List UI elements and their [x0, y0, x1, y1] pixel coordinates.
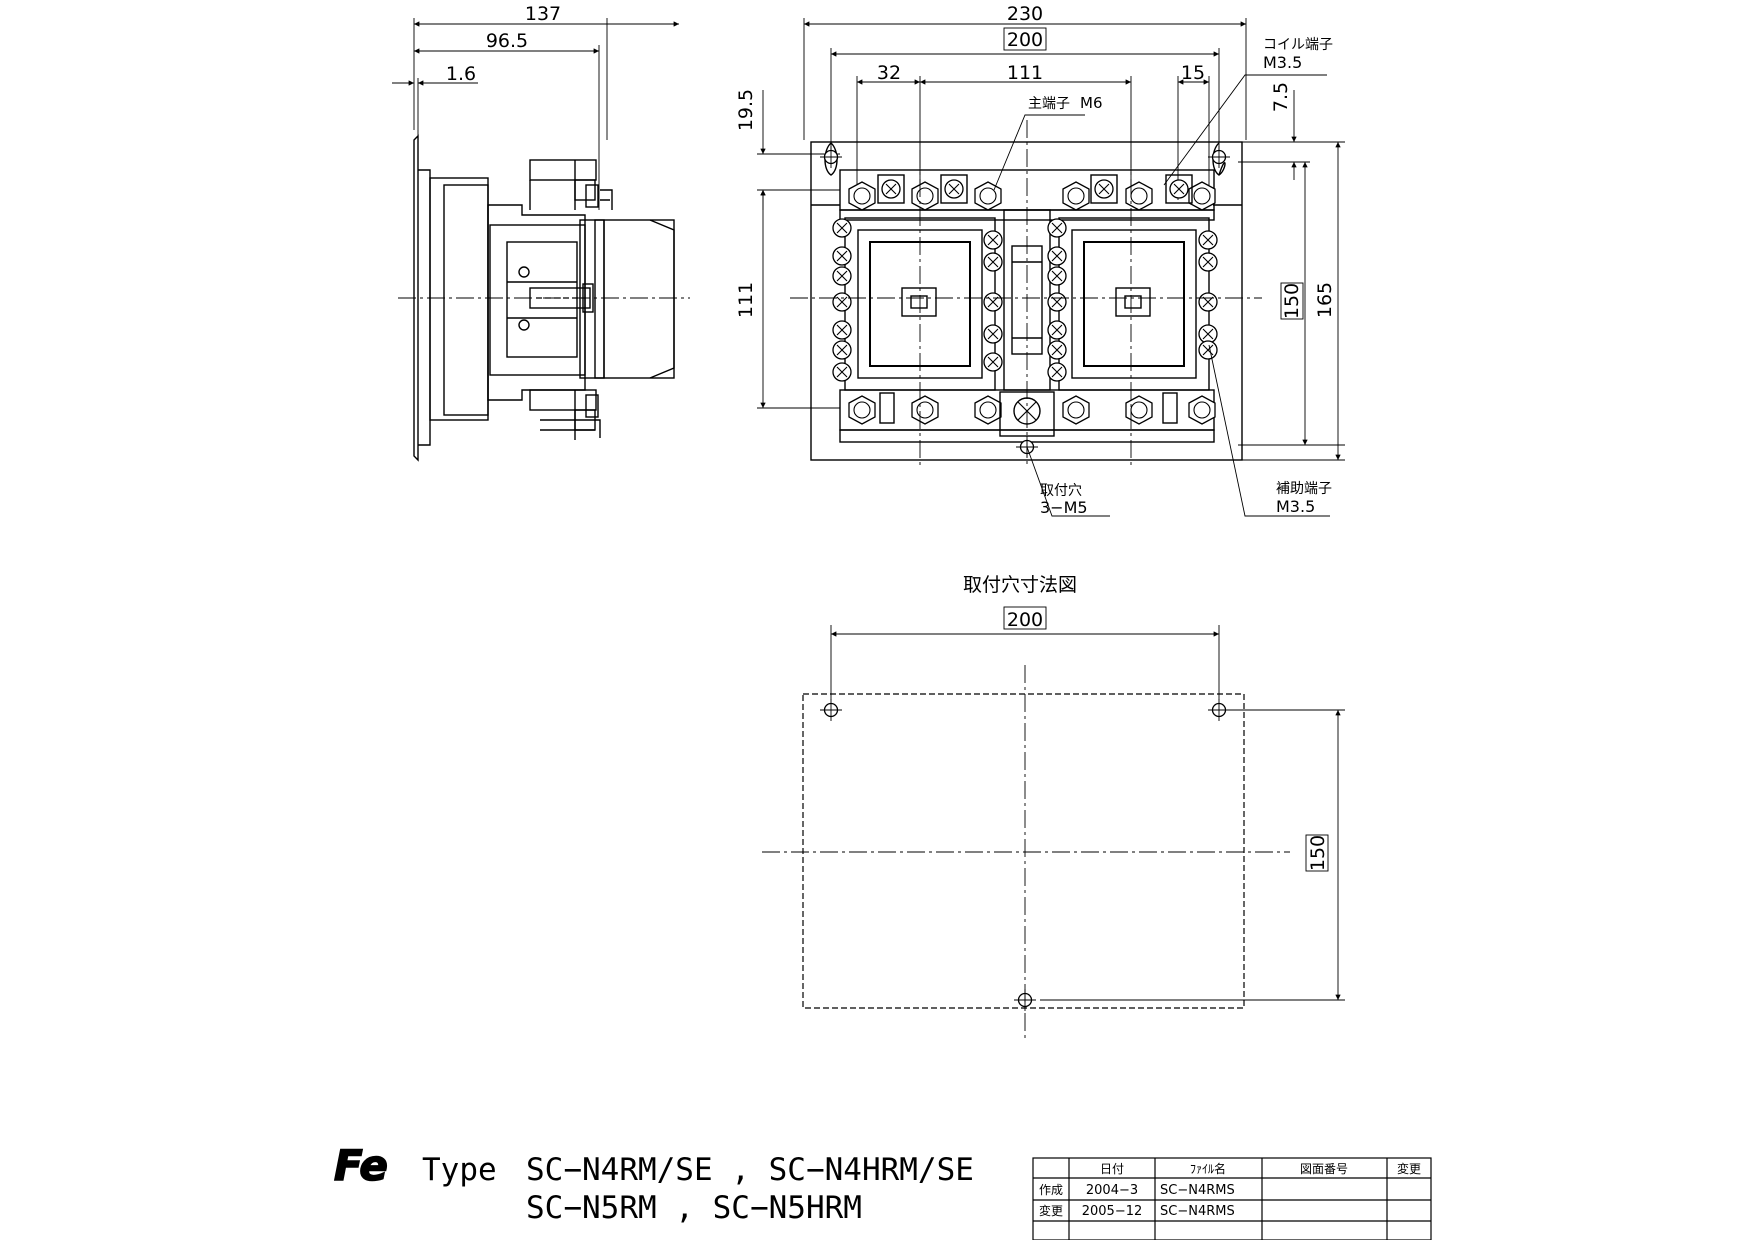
models-line-2: SC−N5RM , SC−N5HRM	[526, 1190, 862, 1226]
dim-32: 32	[877, 62, 901, 84]
fe-logo: Fe	[333, 1140, 389, 1191]
dim-96-5: 96.5	[486, 30, 528, 52]
table-header-drawing-no: 図面番号	[1300, 1162, 1348, 1176]
type-prefix: Type	[422, 1152, 497, 1188]
hole-drawing-title: 取付穴寸法図	[963, 574, 1077, 596]
label-aux-terminal-size: M3.5	[1276, 497, 1315, 516]
dim-137: 137	[525, 3, 561, 25]
front-view	[757, 18, 1345, 517]
dim-111-left: 111	[735, 282, 757, 318]
dim-150-holes: 150	[1307, 835, 1329, 871]
table-cell-file: SC−N4RMS	[1160, 1183, 1235, 1198]
table-cell-file: SC−N4RMS	[1160, 1204, 1235, 1219]
logo-text: Fe	[334, 1141, 388, 1190]
models-line-1: SC−N4RM/SE , SC−N4HRM/SE	[526, 1152, 974, 1188]
dim-15: 15	[1181, 62, 1205, 84]
table-cell-date: 2005−12	[1082, 1204, 1143, 1219]
dim-7-5: 7.5	[1270, 82, 1292, 112]
table-cell-date: 2004−3	[1086, 1183, 1138, 1198]
table-row-label: 作成	[1039, 1183, 1063, 1197]
mounting-hole-drawing	[762, 606, 1345, 1040]
dim-111-top: 111	[1007, 62, 1043, 84]
label-main-terminal: 主端子	[1028, 96, 1070, 112]
dim-1-6: 1.6	[446, 63, 476, 85]
label-mount-hole-size: 3−M5	[1040, 498, 1088, 517]
dim-200-front: 200	[1007, 29, 1043, 51]
dim-200-holes: 200	[1007, 609, 1043, 631]
table-header-change: 変更	[1397, 1161, 1421, 1176]
revision-table	[1032, 1157, 1432, 1240]
dim-230: 230	[1007, 3, 1043, 25]
dim-165: 165	[1314, 282, 1336, 318]
label-mount-hole: 取付穴	[1040, 483, 1082, 499]
label-coil-terminal: コイル端子	[1263, 37, 1333, 53]
side-view	[392, 18, 690, 462]
label-main-terminal-size: M6	[1080, 94, 1103, 112]
dim-19-5: 19.5	[735, 89, 757, 131]
table-header-date: 日付	[1100, 1162, 1124, 1176]
label-aux-terminal: 補助端子	[1276, 481, 1332, 497]
table-row-label: 変更	[1039, 1203, 1063, 1218]
table-header-file: ﾌｧｲﾙ名	[1190, 1161, 1226, 1176]
label-coil-terminal-size: M3.5	[1263, 53, 1302, 72]
dim-150-front: 150	[1281, 283, 1303, 319]
